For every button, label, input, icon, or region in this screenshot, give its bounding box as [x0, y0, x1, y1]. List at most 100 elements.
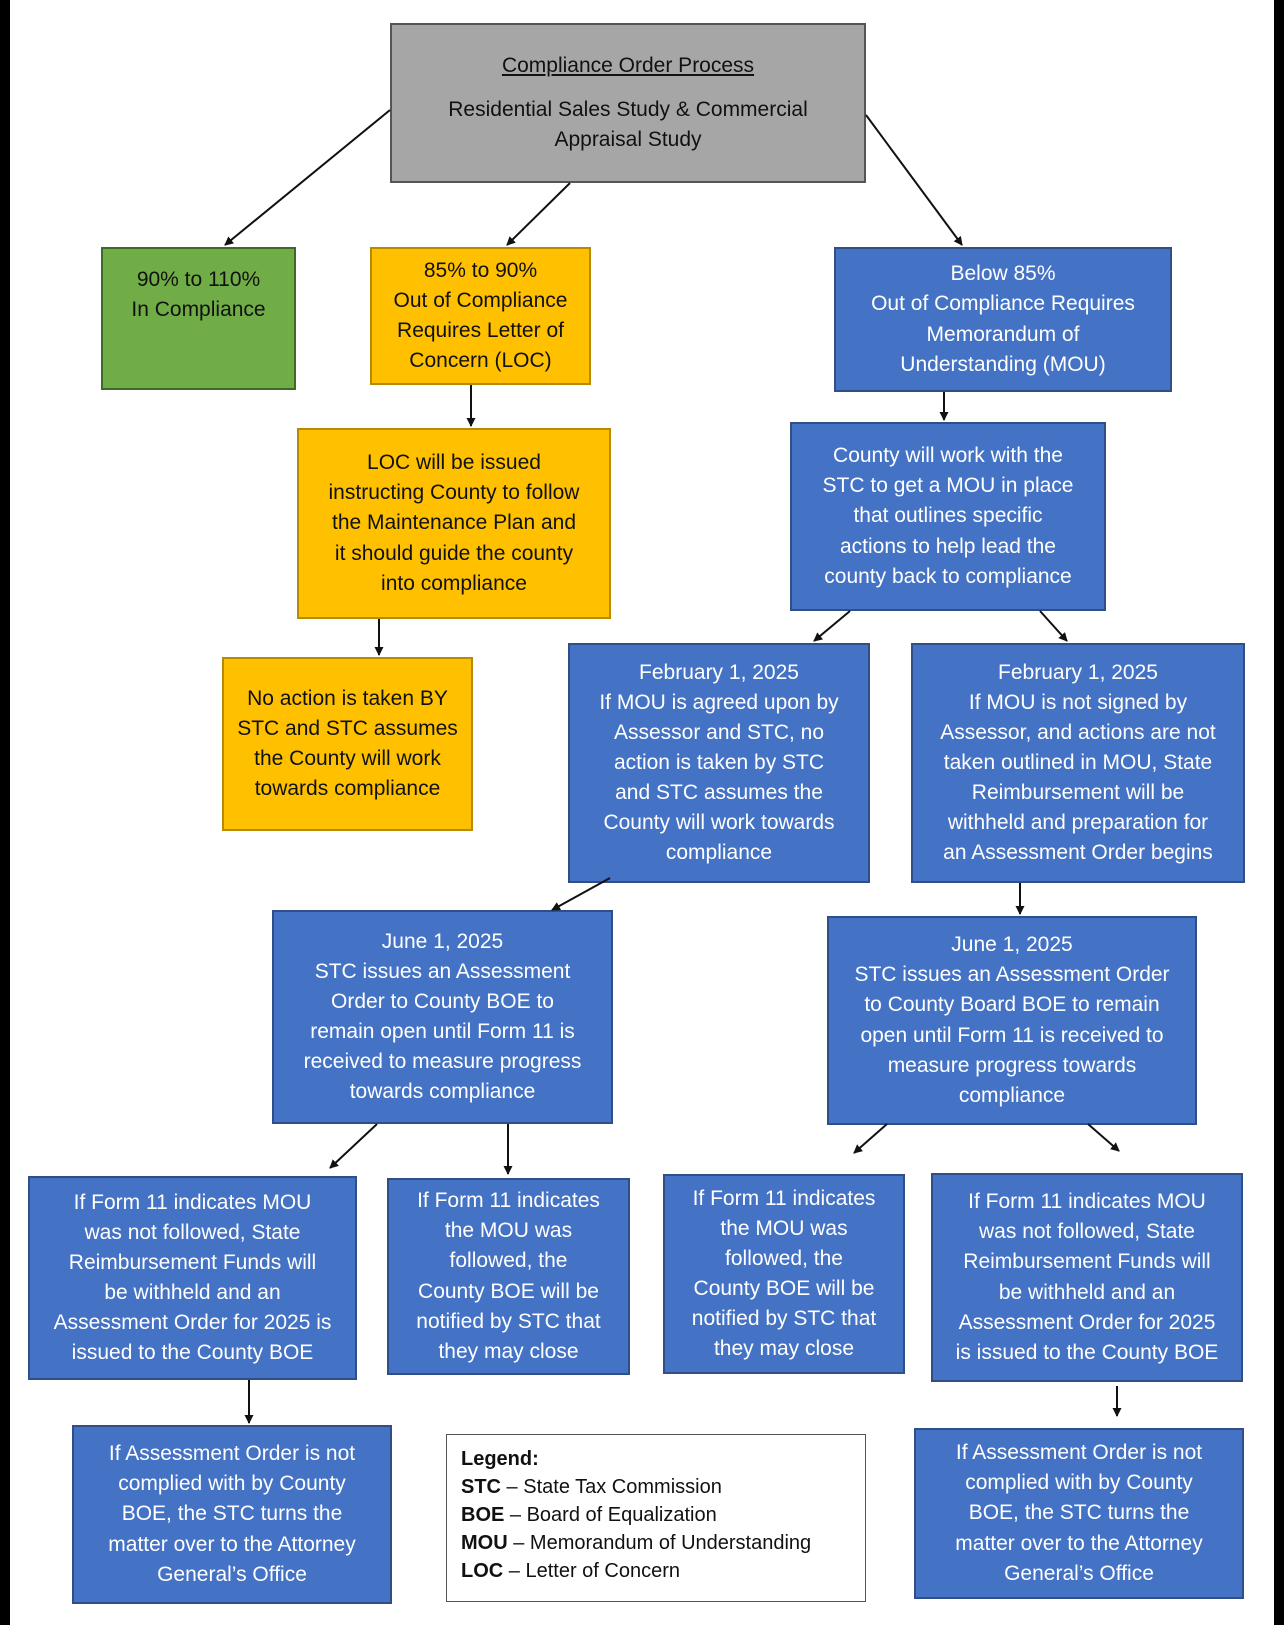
box-line: Assessor and STC, no: [613, 720, 825, 744]
legend-item: STC – State Tax Commission: [461, 1476, 722, 1498]
box-line: into compliance: [381, 571, 527, 595]
box-line: issued to the County BOE: [71, 1341, 314, 1365]
chart-title: Compliance Order Process: [501, 53, 755, 77]
county-mou-box: County will work with the STC to get a M…: [790, 422, 1106, 611]
no-action-loc-box: No action is taken BY STC and STC assume…: [222, 657, 473, 831]
box-line: If Form 11 indicates: [692, 1186, 876, 1210]
box-line: to County Board BOE to remain: [864, 993, 1160, 1017]
box-line: 85% to 90%: [423, 258, 538, 282]
box-line: matter over to the Attorney: [955, 1531, 1203, 1555]
box-line: followed, the: [725, 1246, 843, 1270]
box-line: County will work with the: [833, 444, 1063, 468]
box-line: Assessor, and actions are not: [940, 720, 1216, 744]
box-line: they may close: [438, 1339, 579, 1363]
box-line: towards compliance: [254, 777, 441, 801]
box-line: that outlines specific: [853, 504, 1043, 528]
june-assessment-order-left-box: June 1, 2025 STC issues an Assessment Or…: [272, 910, 613, 1124]
box-line: If Form 11 indicates MOU: [968, 1190, 1206, 1214]
box-line: towards compliance: [349, 1080, 536, 1104]
box-line: June 1, 2025: [951, 933, 1073, 957]
box-line: June 1, 2025: [381, 929, 504, 953]
box-line: be withheld and an: [104, 1281, 281, 1304]
box-line: is issued to the County BOE: [955, 1340, 1219, 1364]
box-line: notified by STC that: [691, 1307, 877, 1331]
box-line: BOE, the STC turns the: [121, 1502, 343, 1526]
box-line: February 1, 2025: [639, 660, 799, 684]
box-line: notified by STC that: [416, 1309, 601, 1333]
box-line: received to measure progress: [303, 1050, 582, 1074]
box-line: Requires Letter of: [397, 319, 564, 342]
box-line: open until Form 11 is received to: [860, 1023, 1164, 1047]
box-line: If Assessment Order is not: [108, 1442, 356, 1466]
box-line: withheld and preparation for: [947, 811, 1209, 835]
box-line: instructing County to follow: [328, 481, 580, 505]
box-line: Understanding (MOU): [900, 352, 1106, 376]
box-line: General’s Office: [1004, 1561, 1154, 1585]
box-line: Order to County BOE to: [331, 989, 554, 1013]
box-line: and STC assumes the: [615, 781, 823, 804]
box-line: LOC will be issued: [367, 451, 541, 475]
form11-followed-left-box: If Form 11 indicates the MOU was followe…: [387, 1178, 630, 1375]
box-line: remain open until Form 11 is: [310, 1020, 575, 1043]
box-line: taken outlined in MOU, State: [943, 750, 1213, 774]
box-line: was not followed, State: [979, 1220, 1195, 1244]
box-line: complied with by County: [965, 1471, 1193, 1495]
legend-item: LOC – Letter of Concern: [461, 1560, 680, 1582]
box-line: If MOU is agreed upon by: [599, 690, 839, 714]
box-line: an Assessment Order begins: [943, 841, 1213, 865]
attorney-general-left-box: If Assessment Order is not complied with…: [72, 1425, 392, 1604]
box-line: STC issues an Assessment Order: [854, 963, 1170, 987]
attorney-general-right-box: If Assessment Order is not complied with…: [914, 1428, 1244, 1599]
box-line: BOE, the STC turns the: [968, 1501, 1190, 1525]
feb-mou-not-signed-box: February 1, 2025 If MOU is not signed by…: [911, 643, 1245, 883]
form11-followed-right-box: If Form 11 indicates the MOU was followe…: [663, 1174, 905, 1374]
title-box-line: Appraisal Study: [554, 128, 702, 151]
box-line: If Assessment Order is not: [955, 1441, 1203, 1465]
box-line: matter over to the Attorney: [108, 1532, 356, 1556]
box-line: compliance: [665, 841, 773, 865]
box-line: Assessment Order for 2025: [958, 1310, 1216, 1334]
box-line: they may close: [713, 1337, 855, 1361]
box-line: Assessment Order for 2025 is: [53, 1311, 332, 1335]
box-line: STC issues an Assessment: [314, 959, 571, 983]
box-line: it should guide the county: [334, 541, 574, 565]
box-line: In Compliance: [131, 298, 266, 322]
box-line: county back to compliance: [824, 564, 1072, 588]
title-box-line: Residential Sales Study & Commercial: [448, 97, 808, 121]
form11-not-followed-left-box: If Form 11 indicates MOU was not followe…: [28, 1176, 357, 1380]
box-line: Concern (LOC): [409, 349, 552, 373]
box-line: If Form 11 indicates MOU: [73, 1190, 312, 1214]
compliance-order-process-box: Compliance Order Process Residential Sal…: [390, 23, 866, 183]
box-line: the MOU was: [444, 1219, 573, 1243]
legend-box: Legend: STC – State Tax Commission BOE –…: [446, 1434, 866, 1602]
box-line: No action is taken BY: [247, 686, 448, 710]
box-line: STC and STC assumes: [237, 716, 458, 740]
box-line: be withheld and an: [998, 1280, 1176, 1304]
box-line: Memorandum of: [926, 322, 1080, 346]
box-line: compliance: [958, 1083, 1066, 1107]
box-line: County BOE will be: [418, 1279, 599, 1303]
box-line: the Maintenance Plan and: [331, 511, 576, 535]
in-compliance-box: 90% to 110% In Compliance: [101, 247, 296, 390]
box-line: was not followed, State: [84, 1220, 301, 1244]
box-line: General’s Office: [157, 1562, 307, 1586]
box-line: actions to help lead the: [840, 534, 1056, 558]
legend-heading: Legend:: [461, 1448, 539, 1470]
box-line: Reimbursement Funds will: [963, 1250, 1211, 1274]
legend-item: BOE – Board of Equalization: [461, 1504, 717, 1526]
box-line: February 1, 2025: [998, 660, 1158, 684]
form11-not-followed-right-box: If Form 11 indicates MOU was not followe…: [931, 1173, 1243, 1382]
box-line: Below 85%: [950, 262, 1056, 286]
box-line: action is taken by STC: [613, 750, 825, 774]
box-line: County will work towards: [603, 811, 835, 835]
box-line: Out of Compliance Requires: [871, 292, 1135, 316]
box-line: Reimbursement will be: [971, 781, 1185, 804]
box-line: complied with by County: [118, 1472, 346, 1496]
legend-item: MOU – Memorandum of Understanding: [461, 1532, 812, 1554]
june-assessment-order-right-box: June 1, 2025 STC issues an Assessment Or…: [827, 916, 1197, 1125]
box-line: the MOU was: [720, 1216, 848, 1240]
box-line: STC to get a MOU in place: [822, 474, 1074, 498]
box-line: If Form 11 indicates: [417, 1189, 600, 1213]
box-line: Out of Compliance: [393, 288, 568, 312]
box-line: 90% to 110%: [136, 268, 261, 291]
